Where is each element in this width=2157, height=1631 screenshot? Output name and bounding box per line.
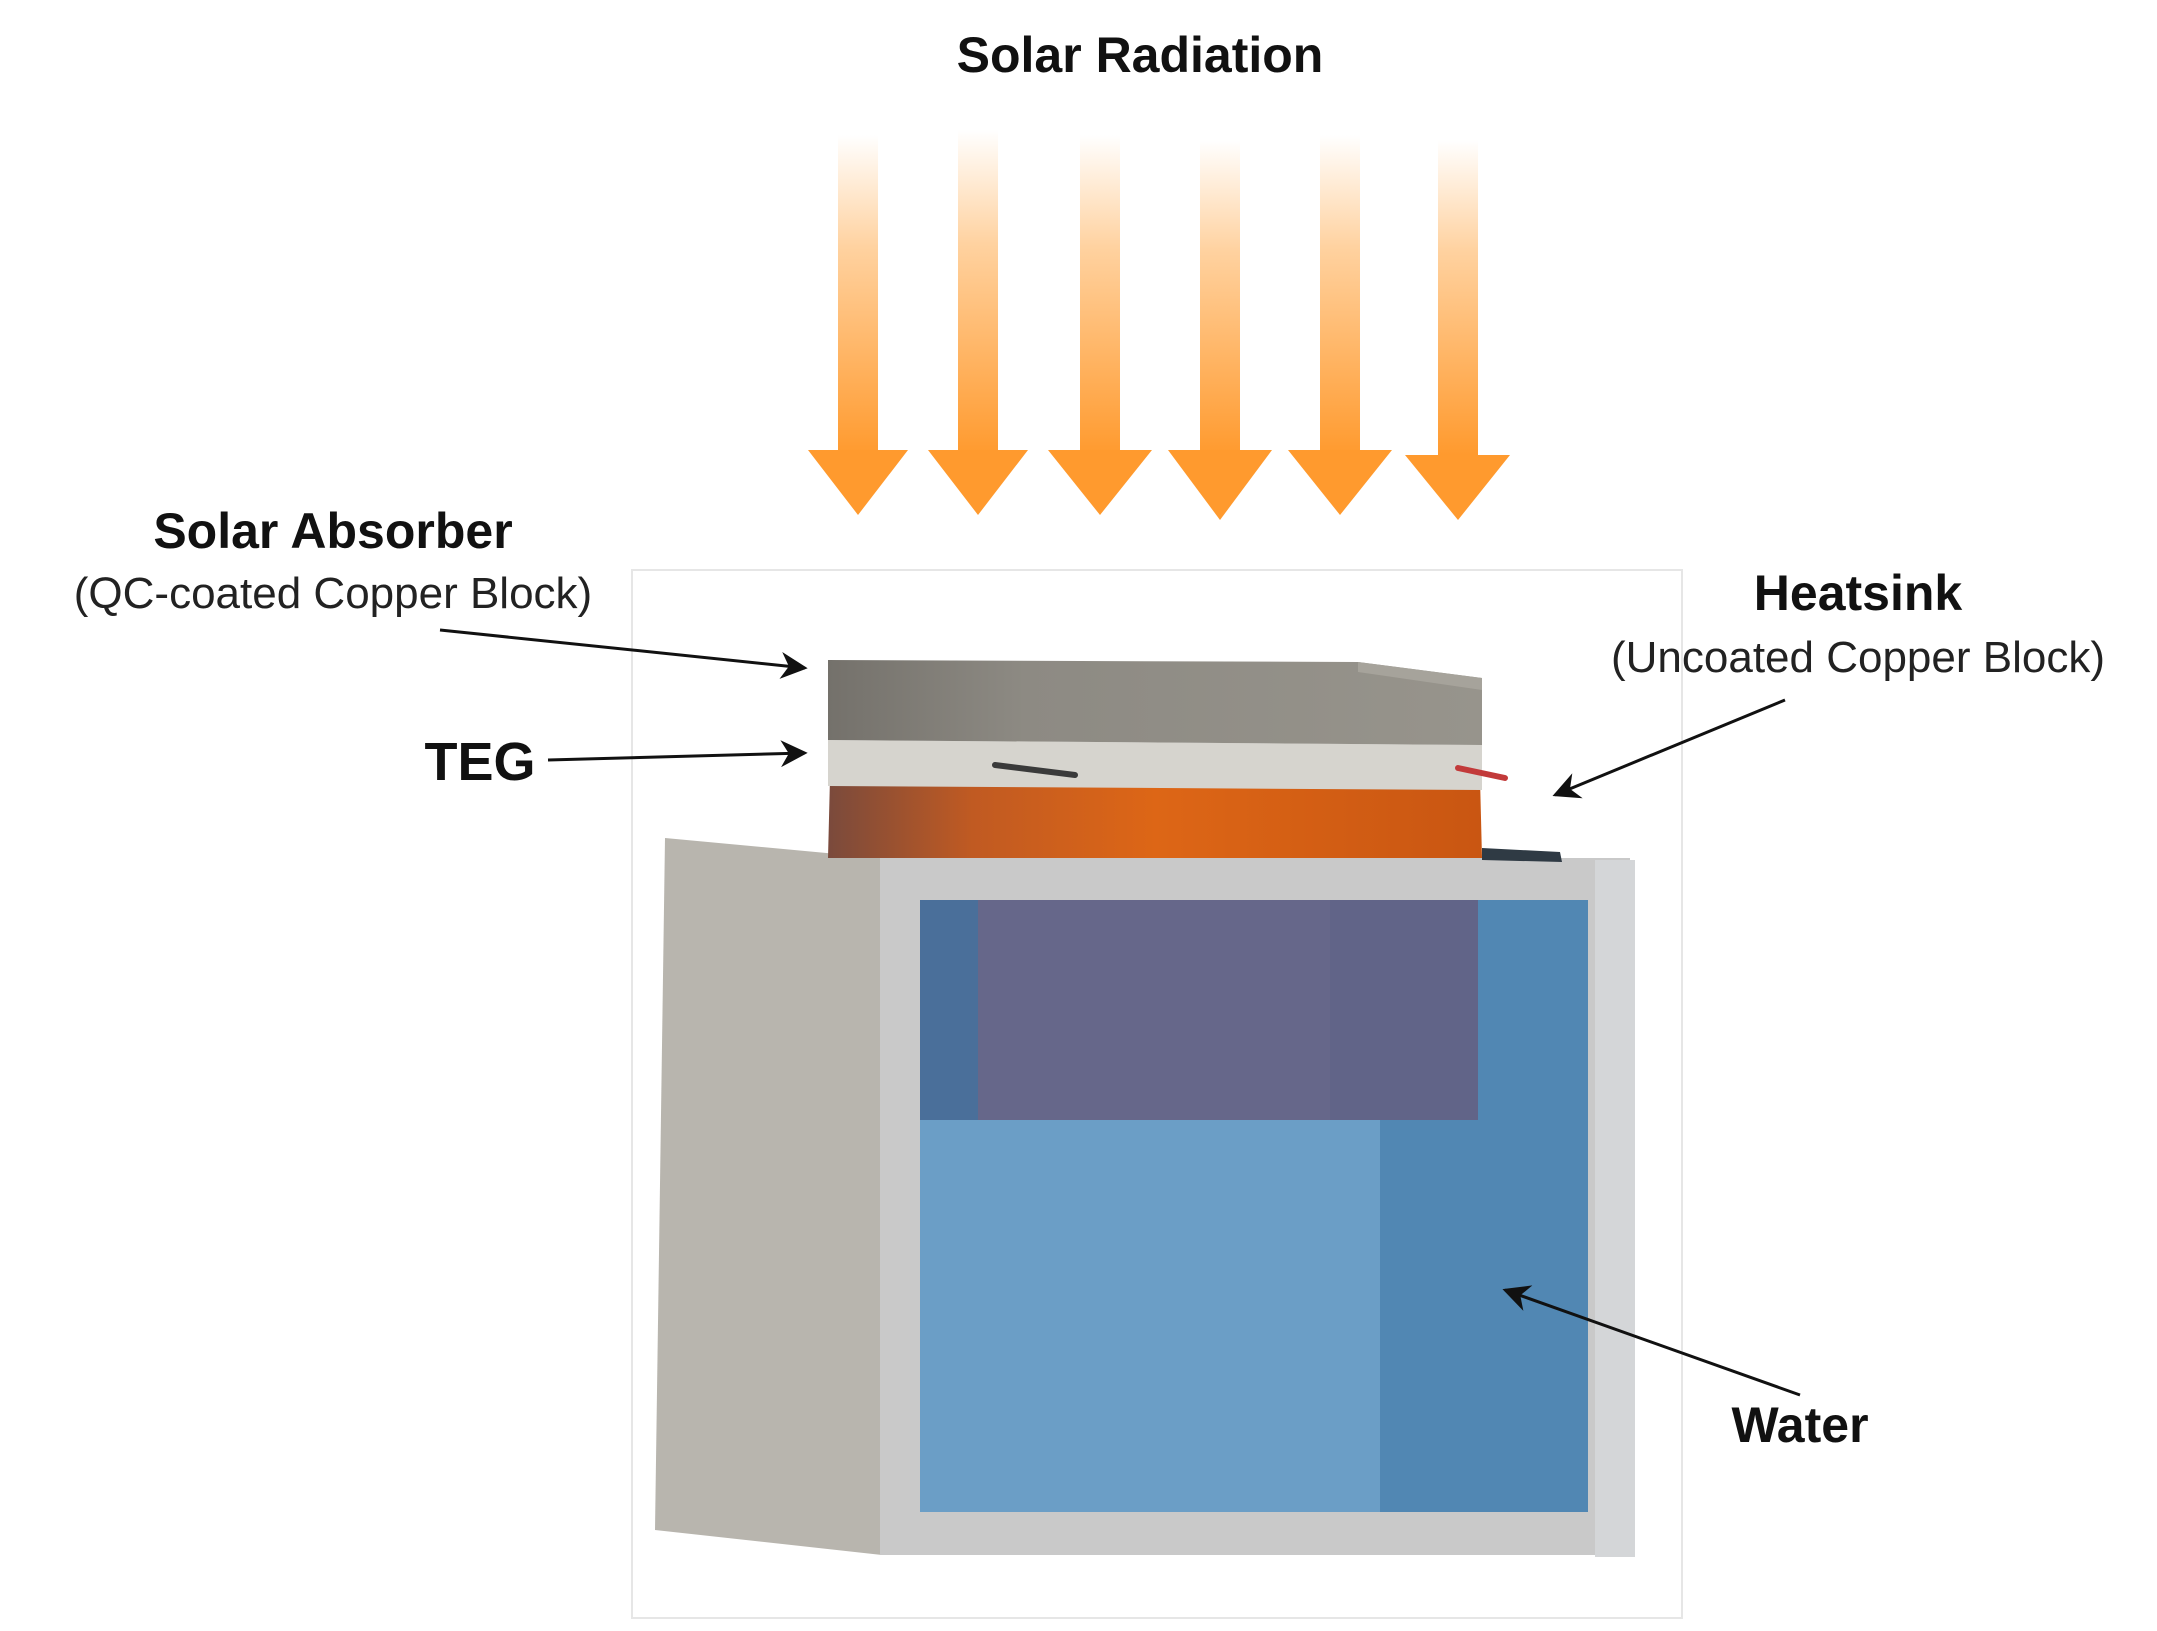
solar-absorber-subtitle: (QC-coated Copper Block) <box>74 569 592 618</box>
heatsink-copper-block <box>828 778 1482 858</box>
teg-pointer <box>547 740 808 768</box>
radiation-arrow-icon <box>1168 140 1272 520</box>
heatsink-pointer <box>1552 698 1786 799</box>
solar-radiation-arrows <box>808 130 1510 520</box>
solar-absorber-title: Solar Absorber <box>153 503 512 559</box>
radiation-arrow-icon <box>1405 140 1510 520</box>
radiation-arrow-icon <box>928 130 1028 515</box>
solar-absorber-block <box>828 660 1482 745</box>
water-container <box>655 838 1635 1557</box>
radiation-arrow-icon <box>808 135 908 515</box>
heatsink-title: Heatsink <box>1754 565 1963 621</box>
container-right-edge <box>1595 860 1635 1557</box>
solar-absorber-pointer <box>439 628 808 679</box>
teg-layer <box>828 740 1482 790</box>
teg-wire-right <box>1455 765 1508 781</box>
radiation-arrow-icon <box>1288 135 1392 515</box>
water-label: Water <box>1731 1397 1868 1453</box>
heatsink-subtitle: (Uncoated Copper Block) <box>1611 633 2105 682</box>
teg-wire-left <box>992 762 1078 778</box>
container-side-panel <box>655 838 882 1555</box>
water-left-shade <box>920 900 978 1120</box>
radiation-arrow-icon <box>1048 135 1152 515</box>
water-pointer <box>1502 1285 1801 1397</box>
teg-label: TEG <box>424 732 535 792</box>
solar-radiation-label: Solar Radiation <box>957 27 1324 83</box>
diagram-frame <box>631 569 1683 1619</box>
